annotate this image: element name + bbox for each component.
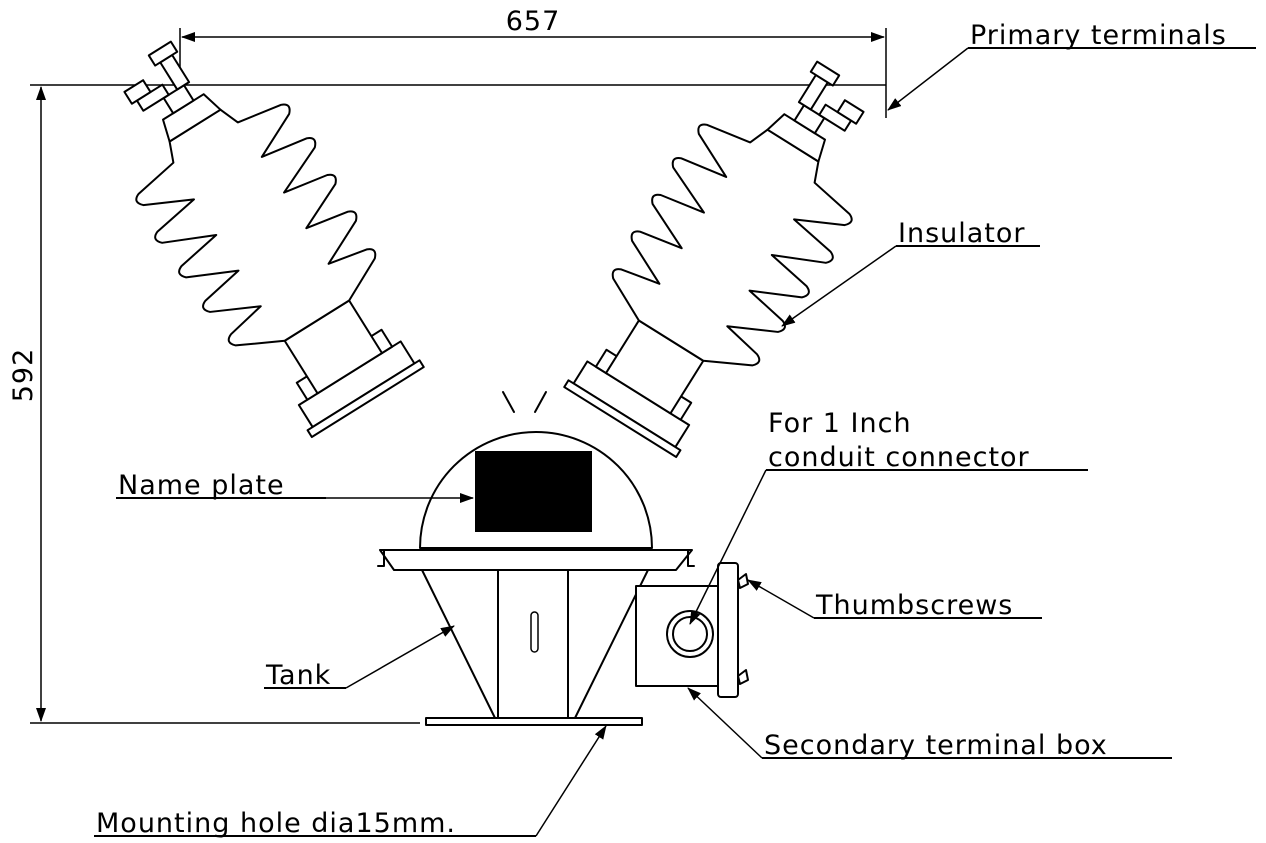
name-plate-text: Name plate: [118, 470, 285, 501]
conduit-text-line1: For 1 Inch: [768, 408, 912, 439]
label-mounting-hole: Mounting hole dia15mm.: [94, 725, 607, 839]
height-dimension: 592: [8, 84, 886, 724]
label-conduit-connector: For 1 Inch conduit connector: [689, 408, 1088, 625]
height-dimension-value: 592: [8, 348, 39, 403]
mounting-base: [425, 717, 643, 726]
secondary-terminal-box-text: Secondary terminal box: [764, 730, 1108, 761]
label-tank: Tank: [264, 625, 455, 691]
tank-text: Tank: [265, 660, 331, 691]
mounting-hole-text: Mounting hole dia15mm.: [96, 808, 456, 839]
width-dimension-value: 657: [506, 6, 561, 37]
width-dimension: 657: [179, 6, 887, 140]
gap-line-left: [502, 391, 515, 413]
tank-rim: [377, 549, 695, 571]
thumbscrews-text: Thumbscrews: [815, 590, 1013, 621]
label-secondary-terminal-box: Secondary terminal box: [687, 687, 1172, 761]
primary-terminals-text: Primary terminals: [970, 20, 1227, 51]
label-thumbscrews: Thumbscrews: [747, 579, 1042, 621]
label-primary-terminals: Primary terminals: [887, 20, 1256, 111]
label-insulator: Insulator: [781, 218, 1040, 327]
right-insulator: [563, 60, 865, 459]
insulator-text: Insulator: [898, 218, 1026, 249]
label-name-plate: Name plate: [116, 470, 474, 503]
conduit-text-line2: conduit connector: [768, 442, 1030, 473]
gap-line-right: [534, 391, 547, 413]
left-insulator: [123, 40, 425, 439]
tank-body: [421, 569, 649, 719]
secondary-terminal-box: [635, 562, 749, 698]
name-plate: [475, 451, 592, 532]
